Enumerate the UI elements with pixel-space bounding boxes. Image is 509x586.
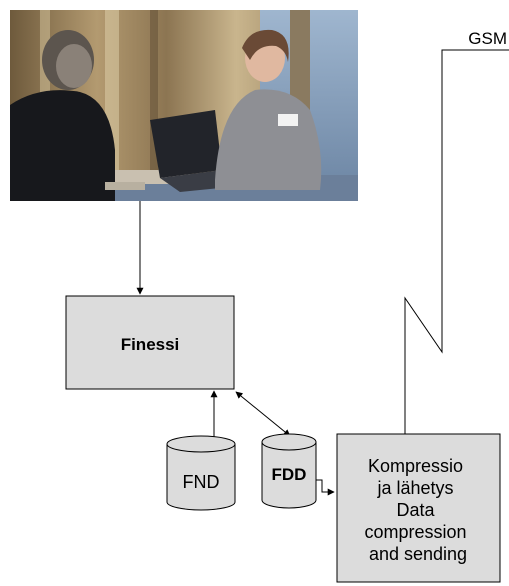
- compression-line-1: Kompressio: [368, 456, 463, 476]
- compression-line-5: and sending: [369, 544, 467, 564]
- gsm-label: GSM: [468, 29, 507, 48]
- fdd-label: FDD: [272, 465, 307, 484]
- compression-box: [336, 433, 501, 583]
- fnd-label: FND: [183, 472, 220, 492]
- compression-label: Kompressio ja lähetys Data compression a…: [364, 456, 471, 564]
- meeting-photo: [10, 10, 358, 201]
- arrow-fdd-to-compression: [316, 479, 335, 496]
- compression-line-3: Data: [396, 500, 435, 520]
- finessi-box: [65, 295, 235, 390]
- finessi-label: Finessi: [121, 335, 180, 354]
- gsm-link-line: [404, 49, 509, 434]
- compression-line-4: compression: [364, 522, 466, 542]
- arrow-finessi-fdd: [235, 391, 291, 437]
- compression-line-2: ja lähetys: [376, 478, 453, 498]
- fnd-database-icon: [166, 435, 236, 511]
- fdd-database-icon: [261, 433, 317, 509]
